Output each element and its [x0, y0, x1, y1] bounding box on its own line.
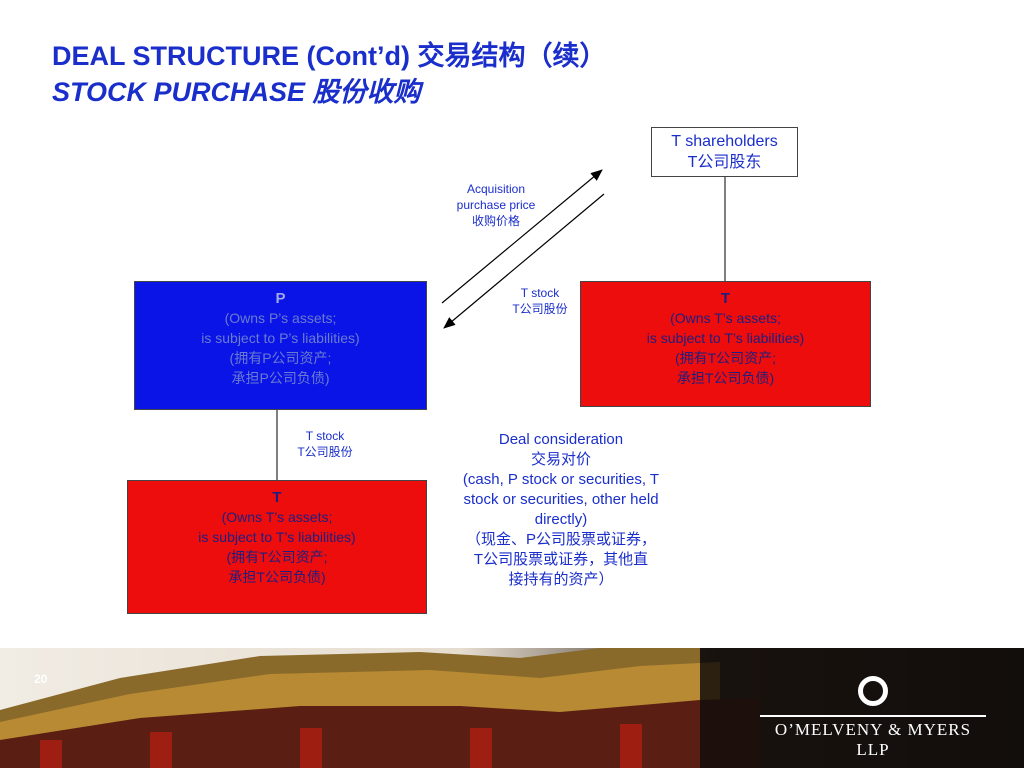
- t-stock-label-lower: T stock T公司股份: [285, 428, 365, 460]
- p-box-line: 承担P公司负债): [231, 370, 330, 386]
- t-box-bottom-title: T: [272, 489, 282, 506]
- acquisition-label-line: 收购价格: [471, 214, 520, 228]
- deal-consideration-line: （现金、P公司股票或证券，: [465, 531, 656, 548]
- acquisition-label-line: Acquisition: [466, 182, 526, 196]
- t-shareholders-label-en: T shareholders: [671, 133, 778, 150]
- title-line-1: DEAL STRUCTURE (Cont’d) 交易结构（续）: [52, 41, 607, 71]
- t-box-bottom-line: (Owns T’s assets;: [221, 509, 333, 525]
- t-stock-lower-line: T公司股份: [297, 445, 353, 459]
- deal-consideration-line: (cash, P stock or securities, T: [462, 471, 660, 488]
- t-stock-arrow: [443, 193, 605, 329]
- t-company-box-bottom: T (Owns T’s assets; is subject to T’s li…: [127, 480, 427, 614]
- t-box-right-line: (拥有T公司资产;: [674, 350, 777, 366]
- t-box-bottom-line: (拥有T公司资产;: [226, 549, 328, 565]
- slide-title: DEAL STRUCTURE (Cont’d) 交易结构（续） STOCK PU…: [52, 38, 606, 110]
- t-box-bottom-line: 承担T公司负债): [228, 569, 326, 585]
- p-box-line: is subject to P’s liabilities): [201, 330, 360, 346]
- title-line-2: STOCK PURCHASE 股份收购: [52, 77, 421, 107]
- t-stock-lower-line: T stock: [305, 429, 345, 443]
- footer-banner: [0, 648, 1024, 768]
- t-stock-upper-line: T公司股份: [512, 302, 568, 316]
- t-box-right-line: (Owns T’s assets;: [670, 310, 781, 326]
- logo-divider: [760, 715, 986, 717]
- t-company-box-right: T (Owns T’s assets; is subject to T’s li…: [580, 281, 871, 407]
- p-company-box: P (Owns P’s assets; is subject to P’s li…: [134, 281, 427, 410]
- acquisition-label-line: purchase price: [456, 198, 536, 212]
- p-box-line: (Owns P’s assets;: [224, 310, 337, 326]
- deal-consideration-line: Deal consideration: [498, 431, 624, 448]
- t-box-bottom-line: is subject to T’s liabilities): [198, 529, 356, 545]
- deal-consideration-line: 交易对价: [530, 451, 591, 468]
- deal-consideration-line: 接持有的资产）: [508, 571, 614, 588]
- t-stock-label-upper: T stock T公司股份: [500, 285, 580, 317]
- firm-logo-text: O’MELVENY & MYERS LLP: [774, 720, 972, 759]
- deal-consideration-line: stock or securities, other held: [463, 491, 659, 508]
- t-shareholders-box: T shareholders T公司股东: [651, 127, 798, 177]
- t-stock-upper-line: T stock: [520, 286, 560, 300]
- deal-consideration-line: T公司股票或证券，其他直: [473, 551, 649, 568]
- deal-consideration-text: Deal consideration 交易对价 (cash, P stock o…: [436, 430, 686, 590]
- page-number: 20: [34, 672, 48, 686]
- t-box-right-line: 承担T公司负债): [676, 370, 775, 386]
- palace-roof-image: [0, 648, 1024, 768]
- t-shareholders-label-zh: T公司股东: [687, 154, 762, 171]
- t-box-right-line: is subject to T’s liabilities): [646, 330, 805, 346]
- acquisition-price-label: Acquisition purchase price 收购价格: [446, 181, 546, 229]
- deal-consideration-line: directly): [534, 511, 588, 528]
- purchase-price-arrow: [441, 169, 603, 304]
- p-box-title: P: [275, 290, 286, 307]
- t-box-right-title: T: [720, 290, 731, 307]
- p-box-line: (拥有P公司资产;: [229, 350, 332, 366]
- firm-logo-ring-icon: [858, 676, 888, 706]
